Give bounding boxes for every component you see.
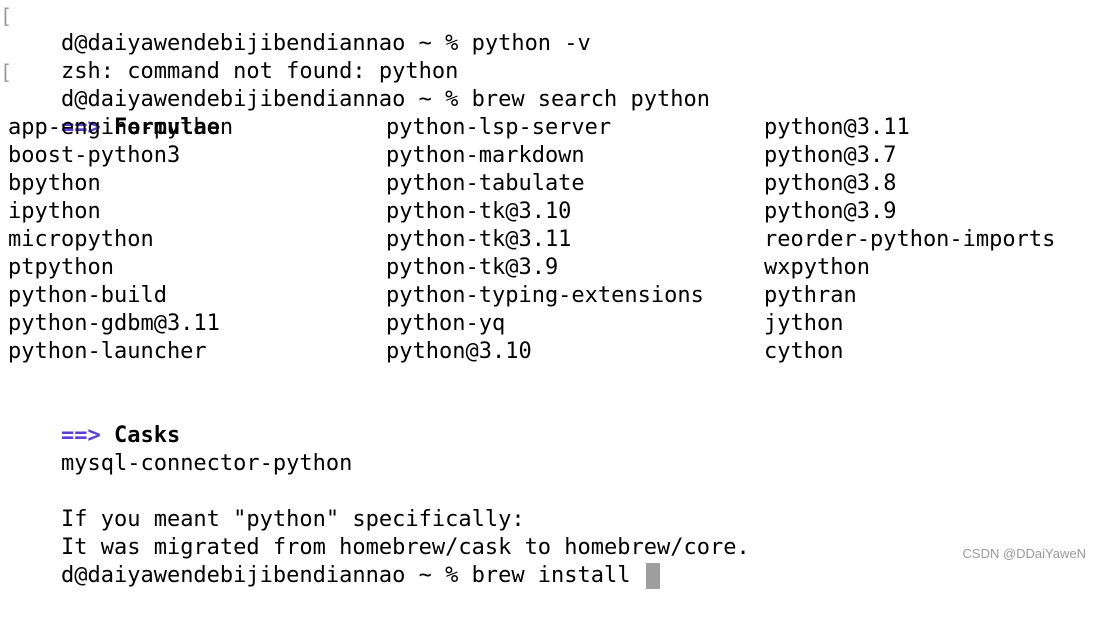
formula-name: micropython (8, 227, 154, 252)
blank-line (0, 450, 1100, 478)
error-text: zsh: command not found: python (60, 59, 459, 84)
terminal-line-prompt-python: [ d@daiyawendebijibendiannao ~ % python -… (0, 2, 1100, 56)
formula-name: pythran (764, 283, 857, 308)
terminal-line-error: zsh: command not found: python (0, 30, 1100, 84)
formula-row: micropython python-tk@3.11 reorder-python-… (0, 226, 1100, 254)
prompt-bracket: [ (0, 4, 13, 28)
formula-name: wxpython (764, 255, 870, 280)
terminal-window[interactable]: [ d@daiyawendebijibendiannao ~ % python -… (0, 0, 1100, 589)
terminal-line-prompt-brew-install[interactable]: d@daiyawendebijibendiannao ~ % brew inst… (0, 534, 1100, 589)
formula-name: python-tk@3.10 (386, 199, 572, 224)
formula-name: python@3.9 (764, 199, 897, 224)
prompt-text: d@daiyawendebijibendiannao ~ % python -v (60, 31, 591, 56)
info-line: If you meant "python" specifically: (0, 478, 1100, 532)
formula-row: app-engine-python python-lsp-server python… (0, 114, 1100, 142)
formulae-header: ==> Formulae (0, 86, 1100, 140)
formula-name: jython (764, 311, 844, 336)
prompt-text: d@daiyawendebijibendiannao ~ % brew sear… (60, 87, 710, 112)
blank-line (0, 366, 1100, 394)
formula-name: python@3.10 (386, 339, 532, 364)
casks-header: ==> Casks (0, 394, 1100, 448)
formula-name: reorder-python-imports (764, 227, 1056, 252)
formula-row: python-gdbm@3.11 python-yq jython (0, 310, 1100, 338)
block-cursor-icon[interactable] (645, 563, 660, 589)
formula-row: ipython python-tk@3.10 python@3.9 (0, 198, 1100, 226)
formula-name: python-build (8, 283, 167, 308)
arrow-icon: ==> (60, 423, 101, 448)
formula-row: python-launcher python@3.10 cython (0, 338, 1100, 366)
formula-name: python@3.8 (764, 171, 897, 196)
formula-row: python-build python-typing-extensions pyth… (0, 282, 1100, 310)
formula-name: cython (764, 339, 844, 364)
casks-title: Casks (113, 423, 181, 448)
formulae-list: app-engine-python python-lsp-server python… (0, 114, 1100, 366)
formula-name: python-lsp-server (386, 115, 612, 140)
prompt-bracket: [ (0, 60, 13, 84)
formula-name: python-markdown (386, 143, 585, 168)
cask-item: mysql-connector-python (0, 422, 1100, 476)
terminal-line-prompt-brew-search: [ d@daiyawendebijibendiannao ~ % brew sea… (0, 58, 1100, 112)
formula-name: python-yq (386, 311, 506, 336)
info-line: It was migrated from homebrew/cask to ho… (0, 506, 1100, 560)
formula-name: python@3.7 (764, 143, 897, 168)
formula-name: python-launcher (8, 339, 207, 364)
formula-name: boost-python3 (8, 143, 181, 168)
formula-name: ipython (8, 199, 101, 224)
formula-name: python@3.11 (764, 115, 910, 140)
formula-row: bpython python-tabulate python@3.8 (0, 170, 1100, 198)
watermark: CSDN @DDaiYaweN (962, 546, 1086, 561)
formula-row: ptpython python-tk@3.9 wxpython (0, 254, 1100, 282)
formula-name: ptpython (8, 255, 114, 280)
formula-name: python-gdbm@3.11 (8, 311, 220, 336)
formula-name: app-engine-python (8, 115, 234, 140)
formula-name: python-tk@3.11 (386, 227, 572, 252)
formula-name: python-typing-extensions (386, 283, 704, 308)
formula-name: python-tabulate (386, 171, 585, 196)
formula-name: python-tk@3.9 (386, 255, 559, 280)
arrow-icon: ==> (60, 115, 101, 140)
formula-row: boost-python3 python-markdown python@3.7 (0, 142, 1100, 170)
info-text: It was migrated from homebrew/cask to ho… (60, 535, 750, 560)
formula-name: bpython (8, 171, 101, 196)
info-text: If you meant "python" specifically: (60, 507, 525, 532)
cask-name: mysql-connector-python (60, 451, 353, 476)
formulae-title: Formulae (113, 115, 220, 140)
